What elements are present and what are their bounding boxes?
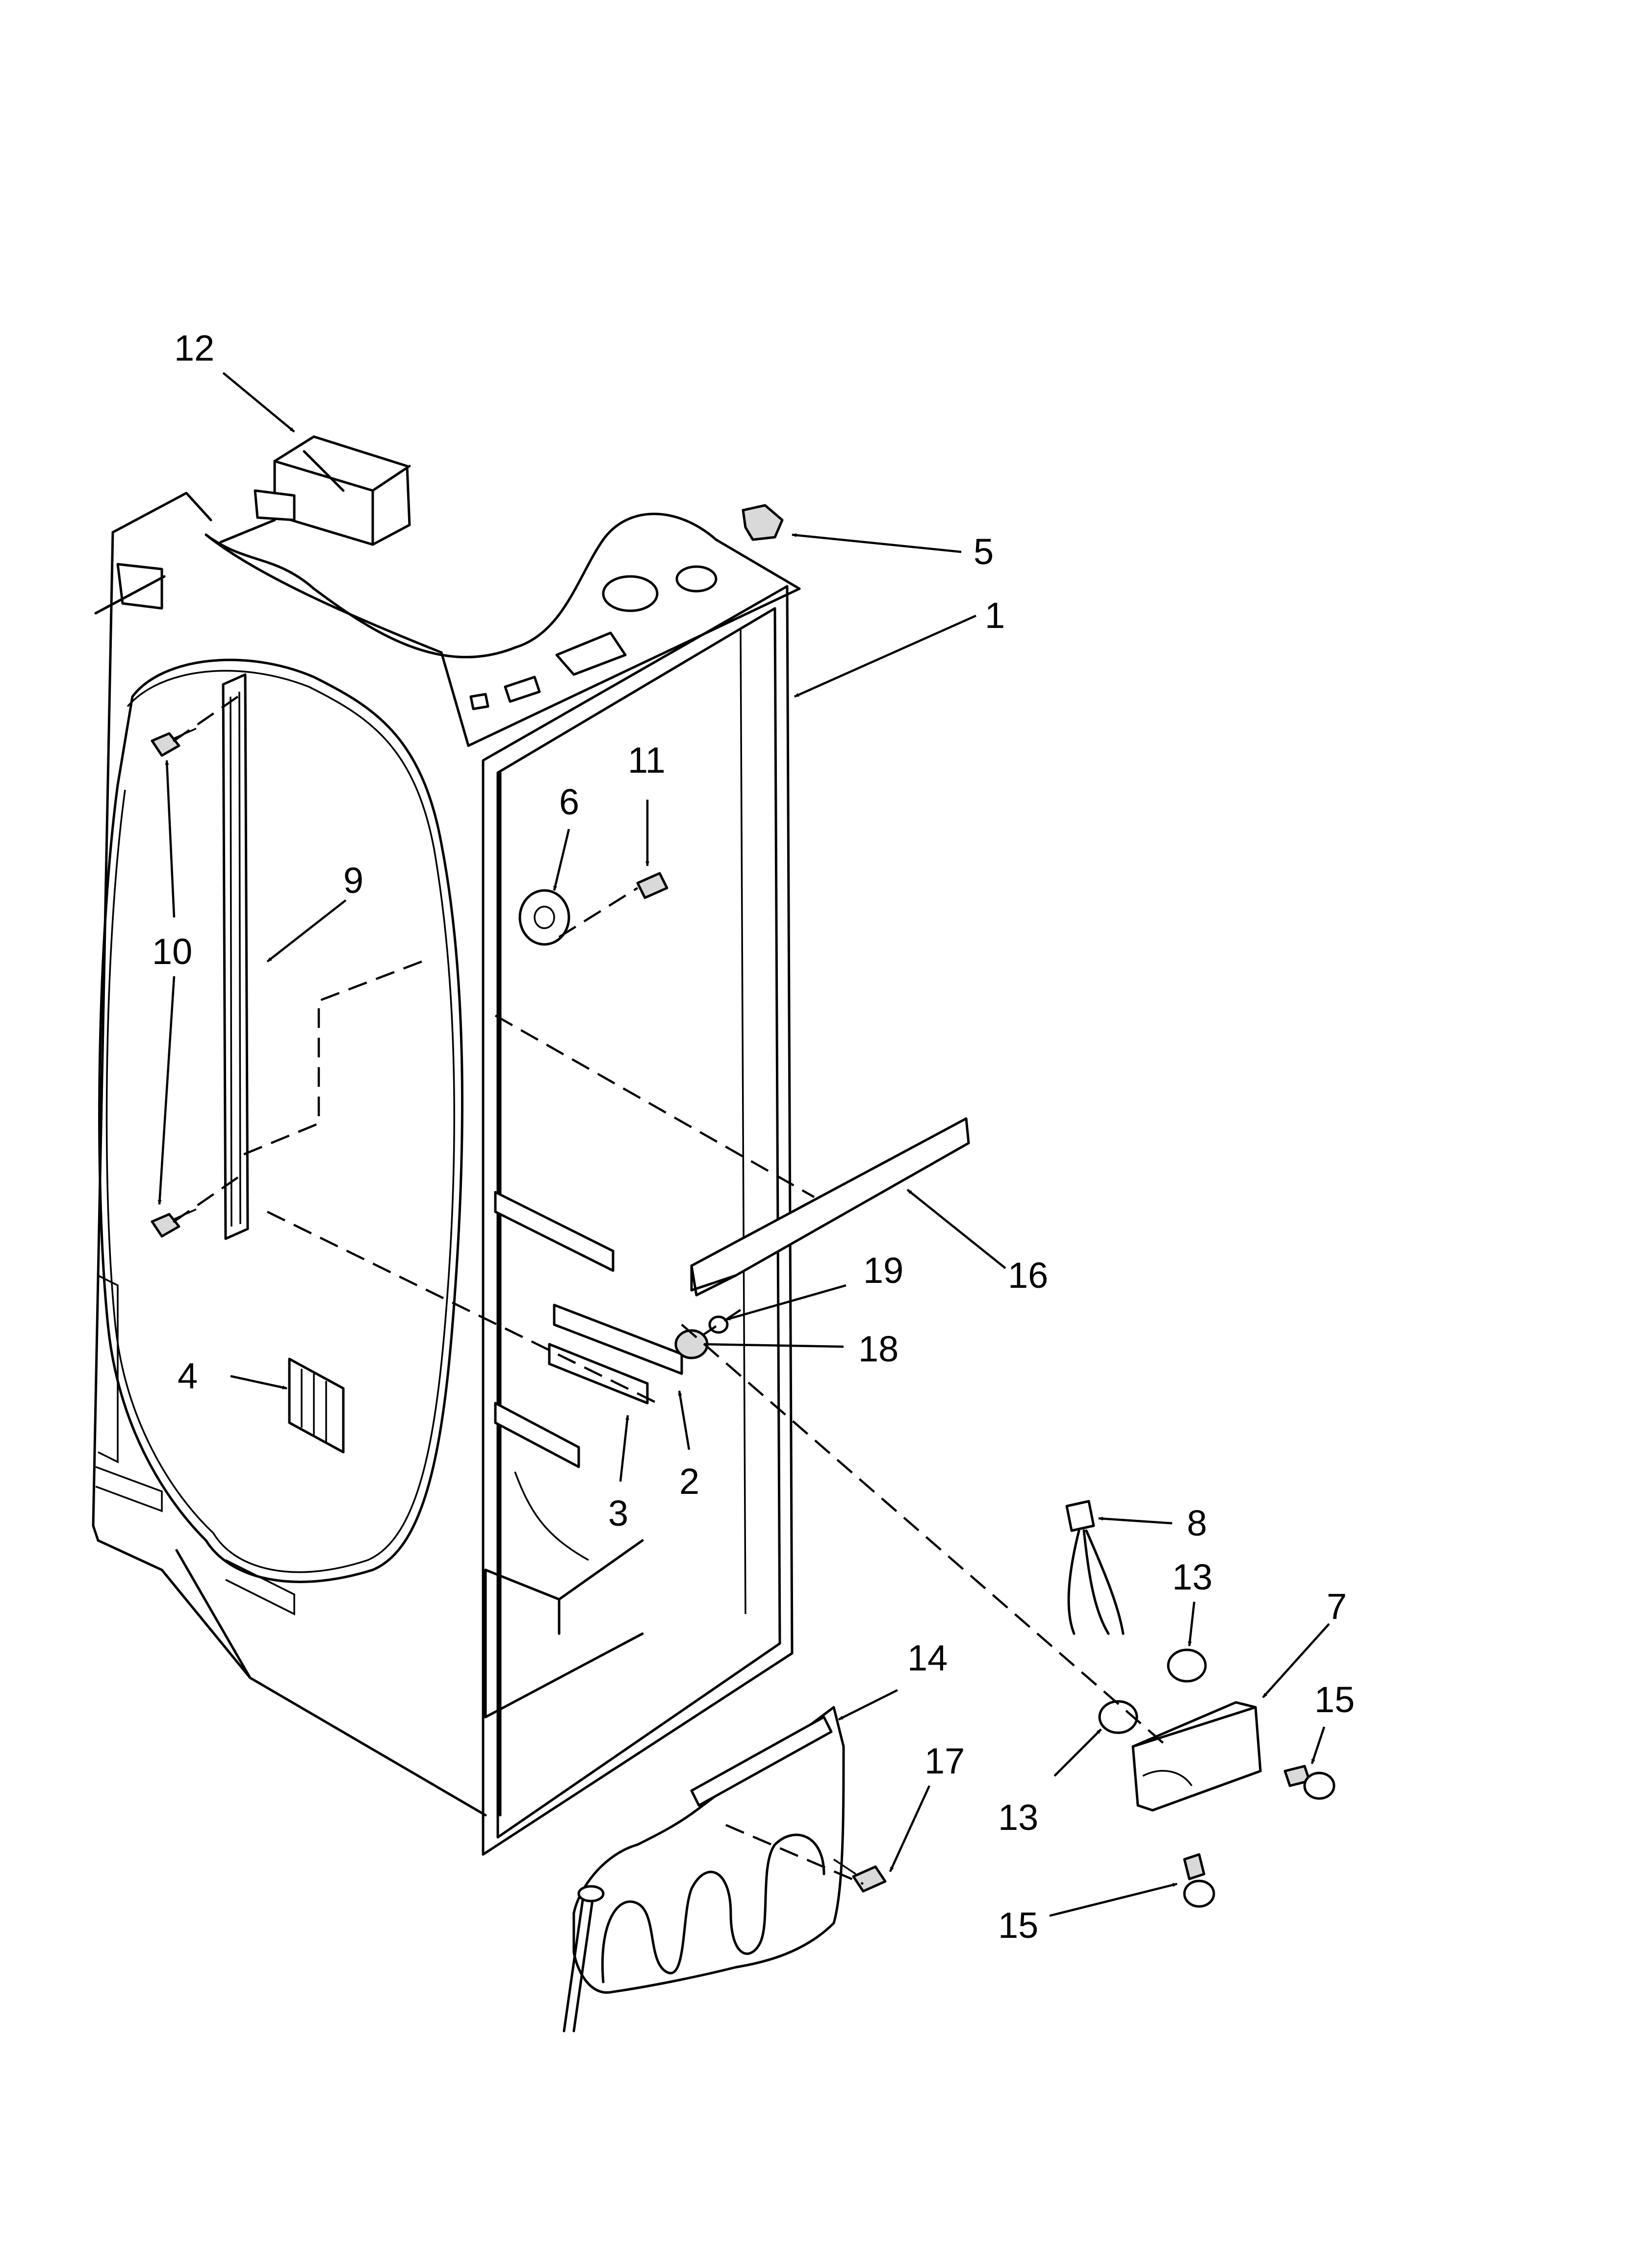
callout-15-right: 15 xyxy=(1314,1679,1355,1720)
callout-6: 6 xyxy=(559,782,579,822)
sealant-outline xyxy=(98,658,463,1583)
callout-18: 18 xyxy=(858,1329,898,1369)
assembly-lines xyxy=(166,696,1168,1885)
shelf-rail xyxy=(222,673,249,1240)
screw-upper xyxy=(151,728,197,757)
button-part-13-lower xyxy=(1098,1700,1138,1734)
callout-labels: 1 2 3 4 5 6 7 8 9 10 11 12 13 13 14 15 1… xyxy=(152,328,1355,1946)
wire-harness xyxy=(1065,1500,1125,1635)
callout-17: 17 xyxy=(924,1741,965,1781)
bracket-part-2 xyxy=(553,1303,683,1375)
knob-part-18 xyxy=(674,1329,709,1359)
callout-13-upper: 13 xyxy=(1172,1557,1212,1597)
pin-part-19 xyxy=(708,1315,729,1334)
callout-13-lower: 13 xyxy=(998,1797,1038,1838)
control-housing xyxy=(219,435,411,546)
callout-9: 9 xyxy=(343,860,363,901)
callout-12: 12 xyxy=(174,328,214,368)
callout-10: 10 xyxy=(152,931,192,972)
cabinet-liner xyxy=(92,492,801,1856)
leader-lines xyxy=(157,372,1330,1917)
plug-part-15-right xyxy=(1283,1765,1335,1800)
callout-4: 4 xyxy=(178,1356,198,1396)
cover-bracket xyxy=(690,1117,970,1297)
screw-part-11 xyxy=(636,872,668,899)
button-part-13-upper xyxy=(1167,1648,1207,1683)
callout-15-lower: 15 xyxy=(998,1905,1038,1946)
screw-lower xyxy=(151,1208,197,1238)
screw-part-17 xyxy=(833,1858,887,1893)
vent-grille xyxy=(288,1357,345,1454)
callout-19: 19 xyxy=(863,1250,903,1291)
callout-3: 3 xyxy=(608,1493,628,1534)
fan-disc xyxy=(518,889,570,946)
callout-2: 2 xyxy=(679,1461,699,1502)
callout-16: 16 xyxy=(1008,1255,1048,1296)
callout-14: 14 xyxy=(907,1638,948,1678)
callout-7: 7 xyxy=(1327,1586,1347,1627)
callout-11: 11 xyxy=(628,740,666,781)
plug-part-15-lower xyxy=(1183,1853,1215,1908)
shelf-supports xyxy=(494,1191,615,1468)
callout-5: 5 xyxy=(974,531,994,572)
top-clip xyxy=(742,504,784,541)
evaporator-coil xyxy=(563,1706,845,2033)
light-housing xyxy=(1131,1701,1262,1812)
callout-8: 8 xyxy=(1187,1503,1207,1543)
callout-1: 1 xyxy=(985,595,1005,636)
